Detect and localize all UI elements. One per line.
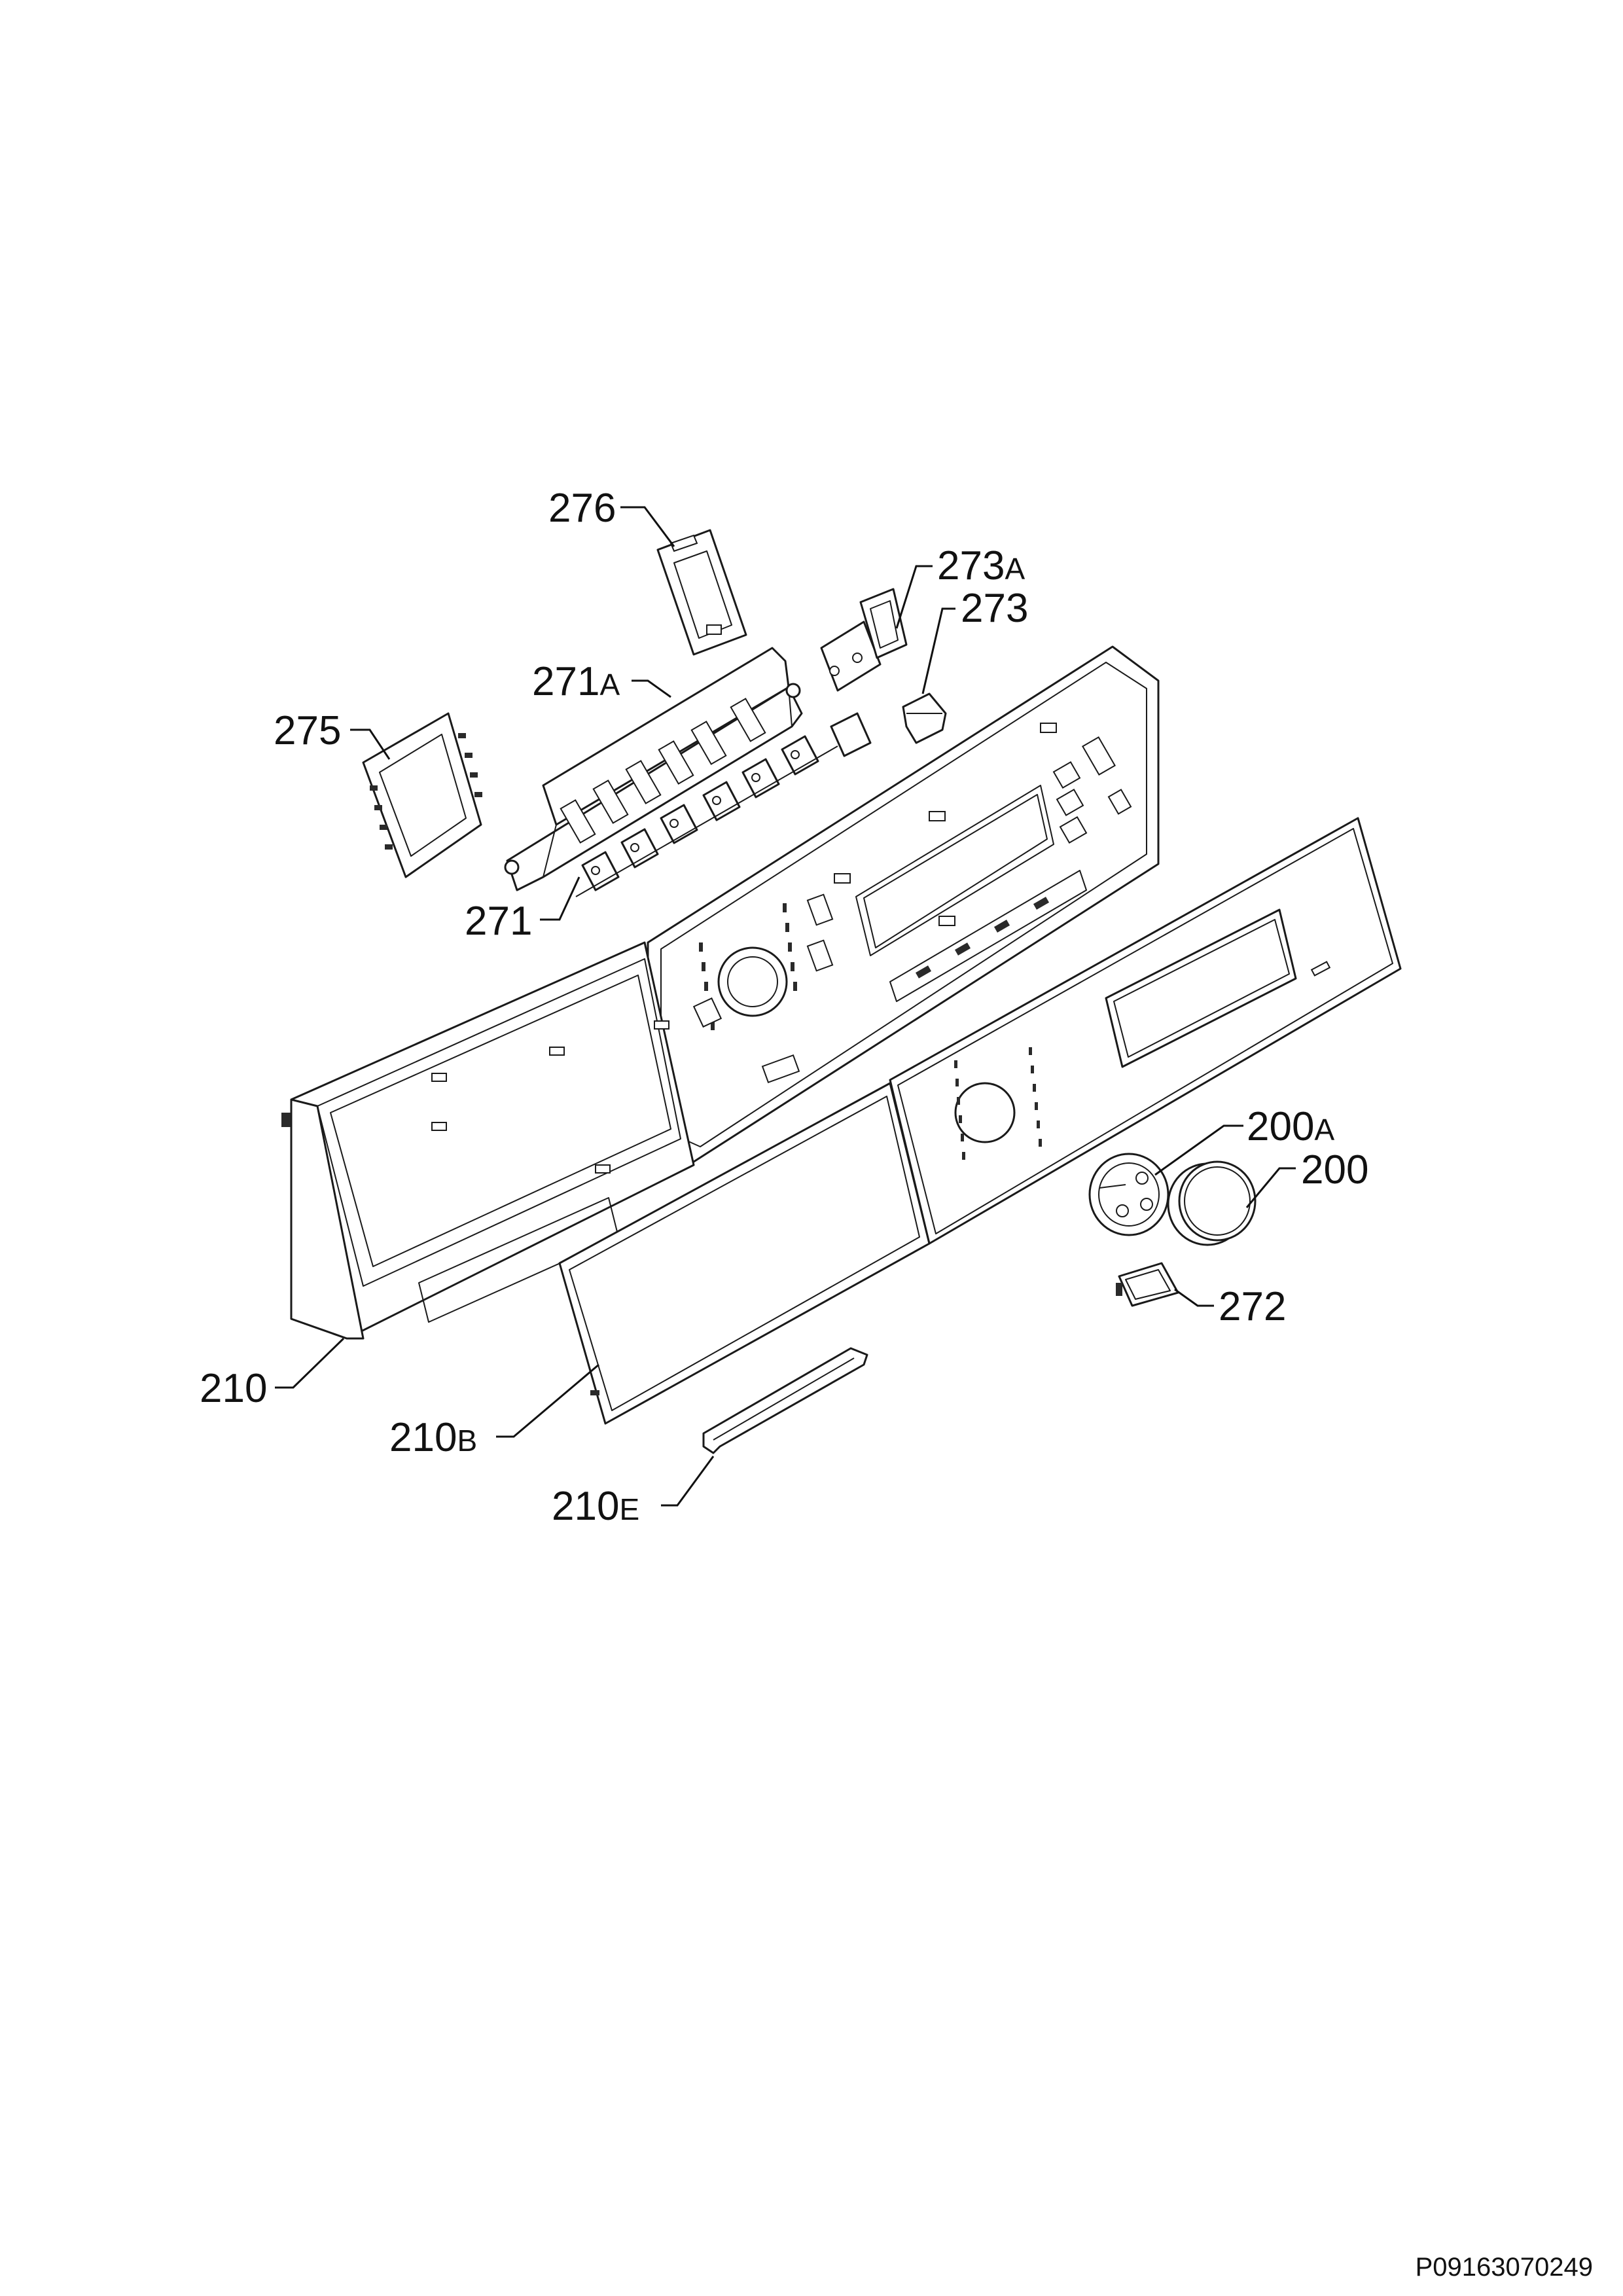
drawer-housing-210 xyxy=(281,941,695,1340)
push-button-272 xyxy=(1116,1262,1179,1307)
callout-273a: 273A xyxy=(937,543,1025,588)
callout-271a: 271A xyxy=(532,659,620,704)
callout-200: 200 xyxy=(1301,1147,1368,1193)
callout-210: 210 xyxy=(200,1366,267,1411)
callout-271: 271 xyxy=(465,899,532,944)
knob-200 xyxy=(1167,1160,1257,1246)
micro-switches-271 xyxy=(575,712,872,897)
led-light-guide-275 xyxy=(362,712,482,878)
callout-labels: 276 273A 273 271A 275 271 200A 200 272 2… xyxy=(200,486,1368,1529)
front-panel xyxy=(889,817,1402,1245)
control-panel-frame xyxy=(647,645,1160,1163)
document-code: P09163070249 xyxy=(1415,2253,1593,2282)
callout-276: 276 xyxy=(548,486,616,531)
button-273 xyxy=(902,692,947,744)
drawer-front-210b xyxy=(558,1082,931,1425)
callout-272: 272 xyxy=(1219,1284,1286,1329)
light-pipe-holder-276 xyxy=(656,529,747,656)
callout-200a: 200A xyxy=(1247,1104,1334,1149)
switch-carrier-271a xyxy=(504,647,803,891)
knob-base-200a xyxy=(1088,1153,1169,1236)
handle-210e xyxy=(702,1347,868,1454)
callout-210b: 210B xyxy=(389,1415,477,1460)
callout-273: 273 xyxy=(961,586,1028,631)
callout-275: 275 xyxy=(274,708,341,753)
callout-210e: 210E xyxy=(552,1484,639,1529)
leader-lines xyxy=(275,506,1296,1507)
switch-holder-273a xyxy=(820,588,908,692)
